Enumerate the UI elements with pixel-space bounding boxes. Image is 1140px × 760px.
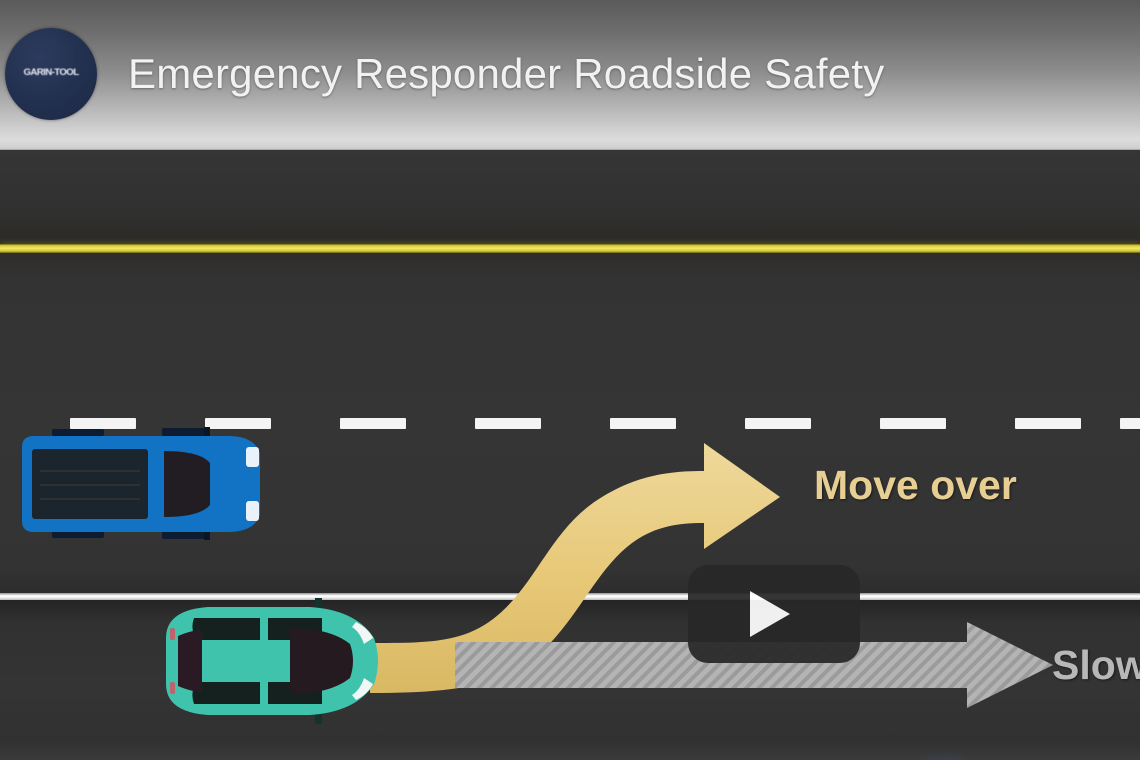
brand-logo[interactable]: GARIN-TOOL — [5, 28, 97, 120]
lane-dash — [880, 418, 946, 429]
vehicle-blue-pickup-truck — [22, 427, 260, 540]
lane-dash — [745, 418, 811, 429]
lane-dash — [1015, 418, 1081, 429]
page-title: Emergency Responder Roadside Safety — [128, 50, 885, 97]
vehicle-teal-car — [166, 598, 378, 724]
brand-logo-text: GARIN-TOOL — [23, 67, 79, 78]
road-scene: Move over Slow — [0, 150, 1140, 760]
lane-dash — [475, 418, 541, 429]
slow-down-arrow — [455, 622, 1053, 708]
lane-divider-dashes — [0, 418, 1140, 430]
lane-dash — [610, 418, 676, 429]
header-bar: GARIN-TOOL Emergency Responder Roadside … — [0, 0, 1140, 150]
move-over-arrow — [370, 443, 780, 693]
play-button[interactable] — [688, 565, 860, 663]
label-slow-down: Slow — [1052, 642, 1140, 688]
play-triangle-icon — [750, 591, 790, 637]
lane-dash — [1120, 418, 1140, 429]
lane-dash — [70, 418, 136, 429]
label-move-over: Move over — [814, 462, 1017, 508]
lane-dash — [205, 418, 271, 429]
yellow-center-line — [0, 244, 1140, 253]
lane-dash — [340, 418, 406, 429]
asphalt-opposing-lanes — [0, 150, 1140, 245]
